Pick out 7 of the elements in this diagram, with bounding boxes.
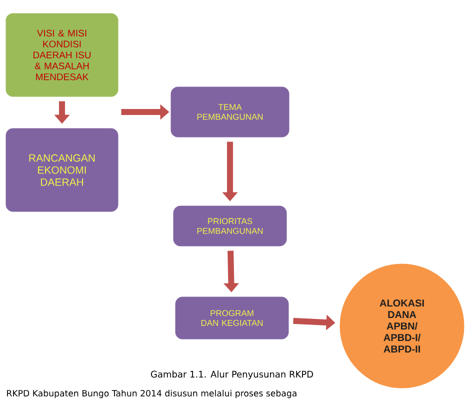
process-box: VISI & MISI KONDISI DAERAH ISU & MASALAH MENDESAK xyxy=(4,12,120,98)
process-box: PROGRAM DAN KEGIATAN xyxy=(174,295,290,341)
caption: Gambar 1.1. Alur Penyusunan RKPD xyxy=(151,370,313,380)
body-text: RKPD Kabupaten Bungo Tahun 2014 disusun melalui proses sebaga xyxy=(7,390,296,398)
process-box: TEMA PEMBANGUNAN xyxy=(169,85,291,139)
process-box: PRIORITAS PEMBANGUNAN xyxy=(172,204,288,248)
process-box: RANCANGAN EKONOMI DAERAH xyxy=(4,126,120,214)
